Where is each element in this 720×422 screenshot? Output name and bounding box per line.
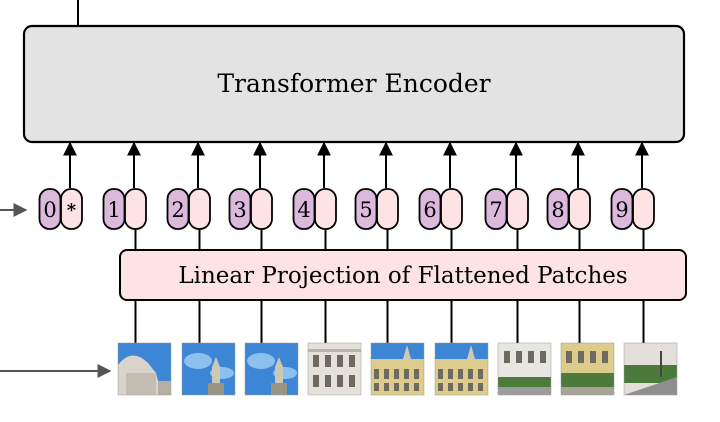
patch-embedding-pill <box>632 188 655 230</box>
image-patch-9 <box>623 300 678 396</box>
patch-embedding-pill <box>124 188 147 230</box>
image-patch-8 <box>560 300 615 396</box>
token-2: 2 <box>166 141 211 250</box>
patch-border <box>560 342 615 396</box>
patch-image <box>624 343 677 395</box>
linear-projection-label: Linear Projection of Flattened Patches <box>178 263 627 289</box>
patch-image <box>182 343 235 395</box>
patch-image <box>245 343 298 395</box>
image-patch-5 <box>370 300 425 396</box>
patch-image <box>118 343 171 395</box>
token-8: 8 <box>546 141 591 250</box>
patch-embedding-pill <box>440 188 463 230</box>
position-index-label: 7 <box>489 198 502 222</box>
patch-embedding-pill <box>188 188 211 230</box>
patch-border <box>623 342 678 396</box>
position-index-label: 4 <box>297 198 310 222</box>
position-index-label: 3 <box>233 198 246 222</box>
token-7: 7 <box>484 141 529 250</box>
position-index-label: 2 <box>171 198 184 222</box>
position-index-label: 0 <box>43 198 56 222</box>
token-3: 3 <box>228 141 273 250</box>
image-patch-7 <box>497 300 552 396</box>
position-index-label: 5 <box>359 198 372 222</box>
token-1: 1 <box>102 141 147 250</box>
image-patch-1 <box>117 300 172 396</box>
image-patch-4 <box>307 300 362 396</box>
patch-image <box>498 343 551 395</box>
patch-embedding-pill <box>60 188 83 230</box>
position-index-label: 1 <box>107 198 120 222</box>
patch-image <box>371 343 424 395</box>
class-token-marker: * <box>67 200 77 221</box>
transformer-encoder-box <box>22 24 686 144</box>
patch-border <box>181 342 236 396</box>
image-patch-3 <box>244 300 299 396</box>
patch-border <box>497 342 552 396</box>
patch-border <box>117 342 172 396</box>
token-4: 4 <box>292 141 337 250</box>
patch-border <box>370 342 425 396</box>
position-index-label: 6 <box>423 198 436 222</box>
patch-embedding-pill <box>250 188 273 230</box>
patch-image <box>308 343 361 395</box>
image-patch-6 <box>434 300 489 396</box>
patch-border <box>244 342 299 396</box>
patch-embedding-pill <box>376 188 399 230</box>
image-patch-2 <box>181 300 236 396</box>
patch-image <box>435 343 488 395</box>
patch-image <box>561 343 614 395</box>
token-0: 0* <box>38 141 83 230</box>
patch-embedding-pill <box>568 188 591 230</box>
transformer-encoder-block: Transformer Encoder <box>22 24 686 144</box>
patch-border <box>307 342 362 396</box>
position-index-label: 9 <box>615 198 628 222</box>
image-patches <box>117 300 678 396</box>
linear-projection-block: Linear Projection of Flattened Patches <box>119 249 687 301</box>
patch-border <box>434 342 489 396</box>
token-5: 5 <box>354 141 399 250</box>
patch-embedding-pill <box>314 188 337 230</box>
linear-projection-box <box>119 249 687 301</box>
transformer-encoder-label: Transformer Encoder <box>217 69 490 98</box>
token-6: 6 <box>418 141 463 250</box>
patch-embedding-pill <box>506 188 529 230</box>
token-9: 9 <box>610 141 655 250</box>
position-index-label: 8 <box>551 198 564 222</box>
